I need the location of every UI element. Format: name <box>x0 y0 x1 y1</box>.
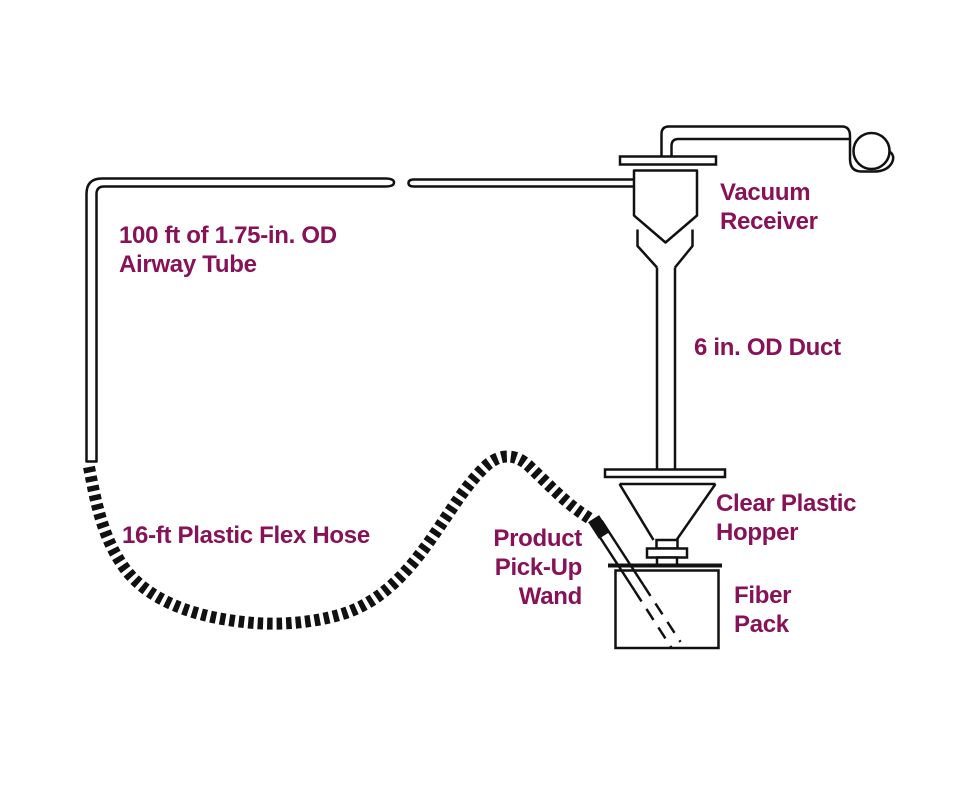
wand-hose-coupling <box>588 515 610 539</box>
label-airway-tube: 100 ft of 1.75-in. OD Airway Tube <box>119 222 337 278</box>
label-pickup-wand: Product Pick-Up Wand <box>493 525 582 610</box>
label-hopper: Clear Plastic Hopper <box>716 490 857 546</box>
airway-tube-left-segment <box>85 177 396 463</box>
exhaust-pipe-inner <box>670 137 849 157</box>
wand-tube-dashed <box>633 584 682 649</box>
vacuum-source-circle <box>852 131 891 171</box>
label-flex-hose: 16-ft Plastic Flex Hose <box>122 522 370 549</box>
hopper-neck-collar <box>645 547 689 559</box>
receiver-outlet-left <box>636 229 658 269</box>
label-fiber-pack: Fiber Pack <box>734 582 792 638</box>
fiber-pack-box <box>614 569 720 650</box>
airway-tube-right-segment <box>407 178 634 188</box>
label-vacuum-receiver: Vacuum Receiver <box>720 179 818 235</box>
hopper-neck-top <box>655 538 679 550</box>
duct-flange <box>603 468 727 479</box>
receiver-outlet-right <box>674 229 694 269</box>
receiver-body <box>632 169 699 244</box>
receiver-flange <box>618 155 718 166</box>
exhaust-pipe-outer <box>660 125 895 173</box>
label-duct: 6 in. OD Duct <box>694 334 841 361</box>
flex-hose-line <box>83 450 596 630</box>
hopper-funnel <box>618 482 717 541</box>
